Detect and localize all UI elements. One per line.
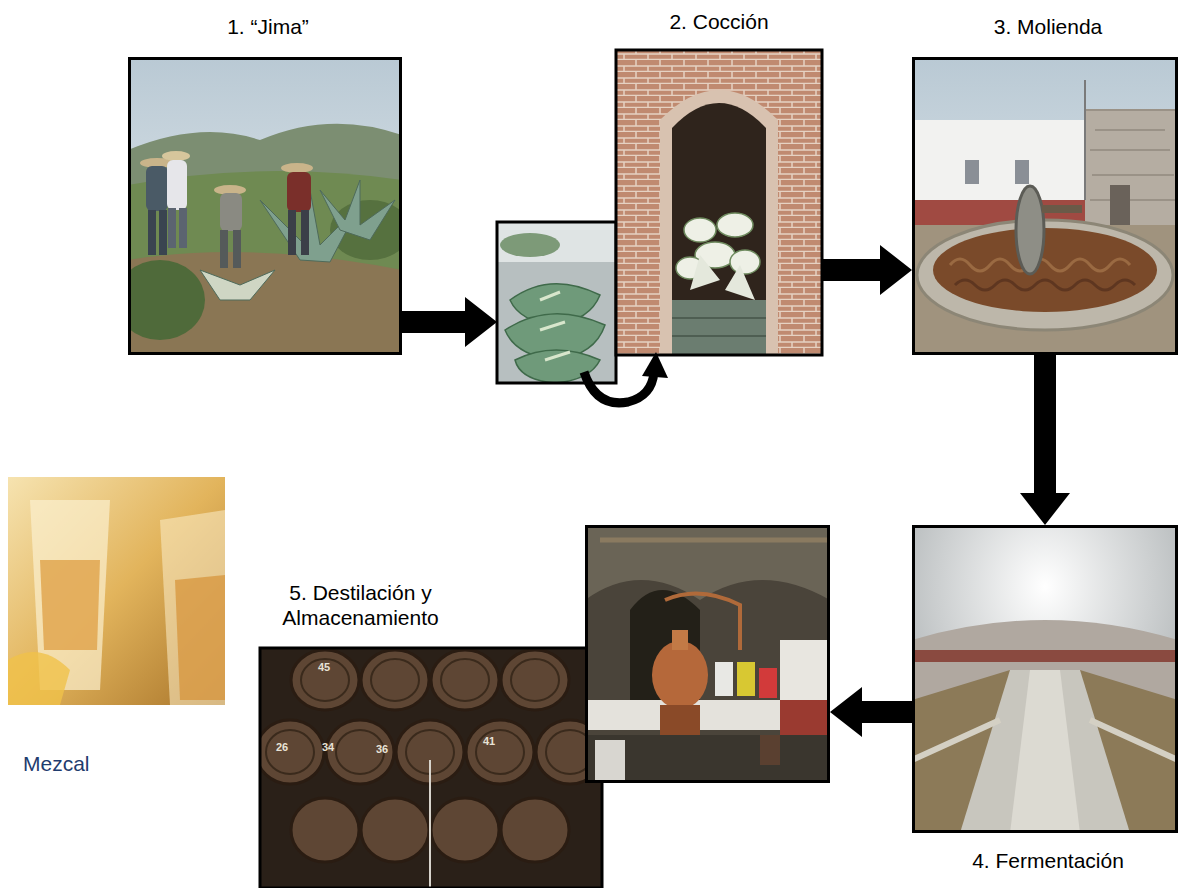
cooking-photo: 2. Cocción bbox=[497, 50, 822, 383]
barrel-number: 26 bbox=[276, 742, 288, 753]
barrel-number: 45 bbox=[318, 662, 330, 673]
distillation-photo: 5. Destilación y Almacenamiento bbox=[585, 525, 830, 783]
barrel-number: 34 bbox=[322, 742, 334, 753]
step-heading: 3. Molienda bbox=[915, 14, 1178, 39]
step-heading: 2. Cocción bbox=[616, 9, 822, 34]
flow-arrow bbox=[830, 687, 912, 737]
product-caption: Mezcal bbox=[23, 751, 213, 776]
step-heading: 1. “Jima” bbox=[131, 14, 405, 39]
barrel-number: 41 bbox=[483, 736, 495, 747]
product-photo: Mezcal bbox=[8, 477, 225, 705]
flow-arrow bbox=[822, 245, 912, 295]
milling-photo: 3. Molienda bbox=[912, 57, 1178, 355]
barrel-number: 36 bbox=[376, 744, 388, 755]
flow-arrow bbox=[1020, 355, 1070, 525]
fermentation-photo: 4. Fermentación bbox=[912, 525, 1178, 833]
step-heading: 4. Fermentación bbox=[915, 848, 1178, 873]
harvest-photo: 1. “Jima” bbox=[128, 57, 402, 355]
flow-arrow bbox=[402, 297, 497, 347]
step-heading: 5. Destilación y Almacenamiento bbox=[258, 580, 463, 630]
